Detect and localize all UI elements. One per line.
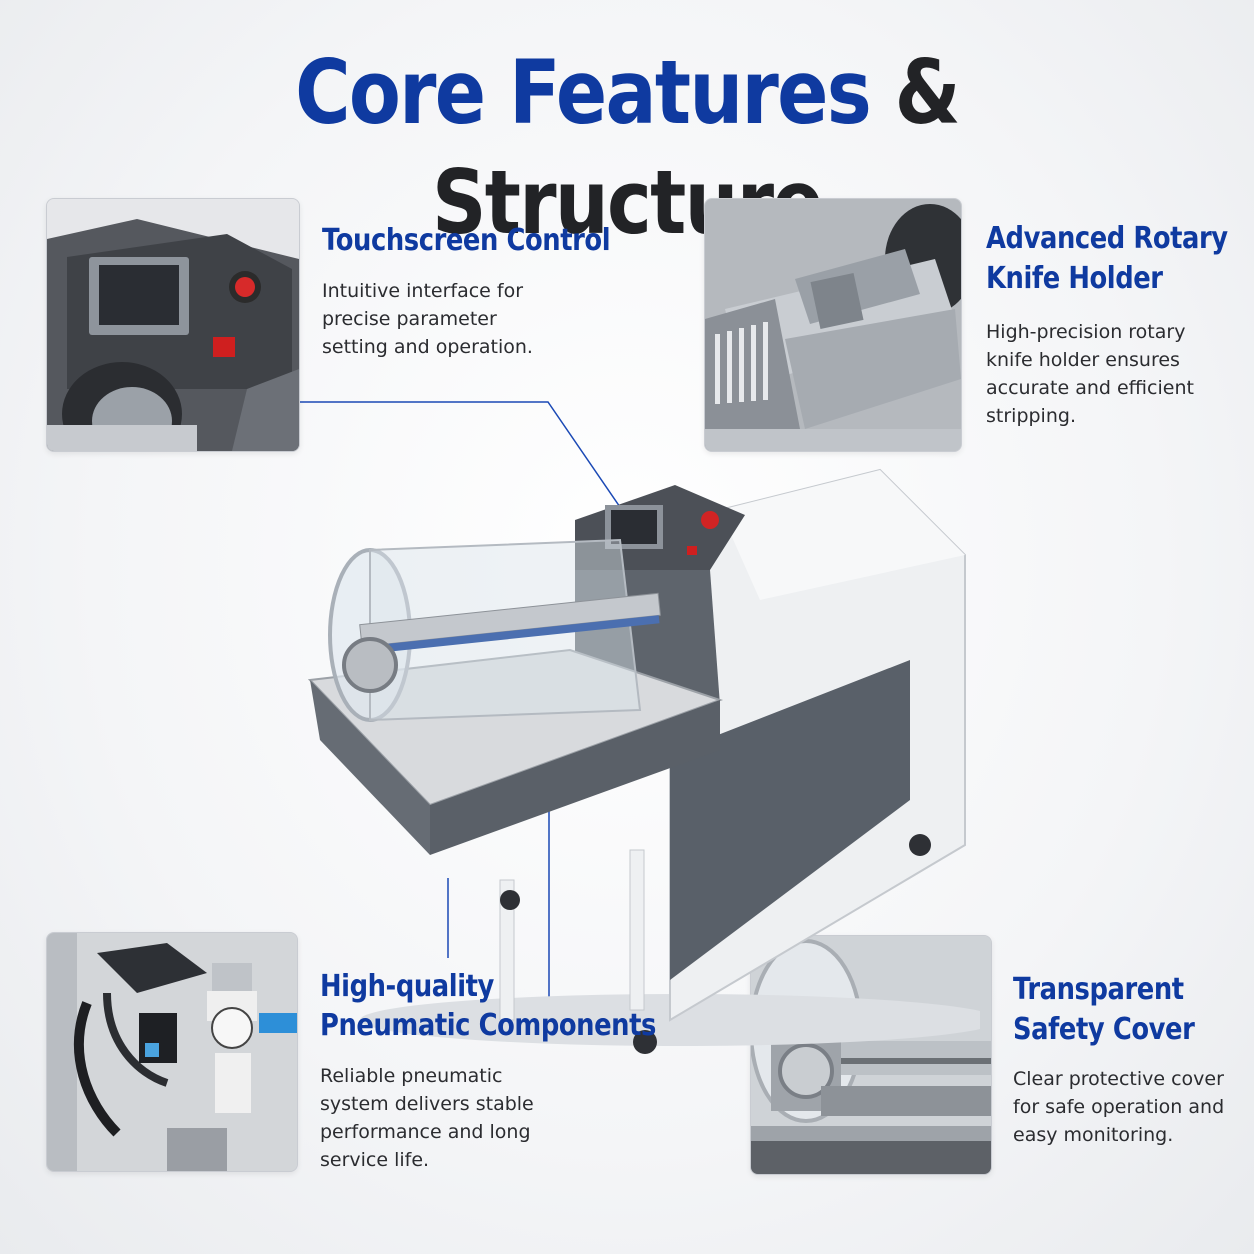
machine-illustration bbox=[307, 468, 980, 1054]
pneumatic-title-line2: Pneumatic Components bbox=[320, 1008, 656, 1043]
photo-pneumatic-components bbox=[46, 932, 298, 1172]
rotary-knife-illustration bbox=[705, 199, 961, 451]
cover-title-line2: Safety Cover bbox=[1013, 1012, 1195, 1047]
title-blue-part: Core Features bbox=[295, 41, 872, 144]
cover-title-line1: Transparent bbox=[1013, 972, 1184, 1007]
pneumatic-desc: Reliable pneumatic system delivers stabl… bbox=[320, 1065, 534, 1171]
emergency-stop-icon bbox=[701, 511, 719, 529]
touchscreen-illustration bbox=[47, 199, 299, 451]
rotary-title-line2: Knife Holder bbox=[986, 261, 1163, 296]
cover-desc: Clear protective cover for safe operatio… bbox=[1013, 1068, 1225, 1146]
rotary-title-line1: Advanced Rotary bbox=[986, 221, 1228, 256]
rotary-desc: High-precision rotary knife holder ensur… bbox=[986, 321, 1194, 427]
machine-side-panel bbox=[670, 660, 910, 980]
pneumatic-illustration bbox=[47, 933, 297, 1171]
photo-rotary-knife-holder bbox=[704, 198, 962, 452]
touchscreen-title: Touchscreen Control bbox=[322, 223, 611, 258]
safety-cover-illustration bbox=[751, 936, 991, 1174]
pneumatic-title-line1: High-quality bbox=[320, 969, 494, 1004]
photo-safety-cover bbox=[750, 935, 992, 1175]
touchscreen-desc: Intuitive interface for precise paramete… bbox=[322, 280, 533, 358]
photo-touchscreen bbox=[46, 198, 300, 452]
power-switch-icon bbox=[687, 546, 697, 555]
